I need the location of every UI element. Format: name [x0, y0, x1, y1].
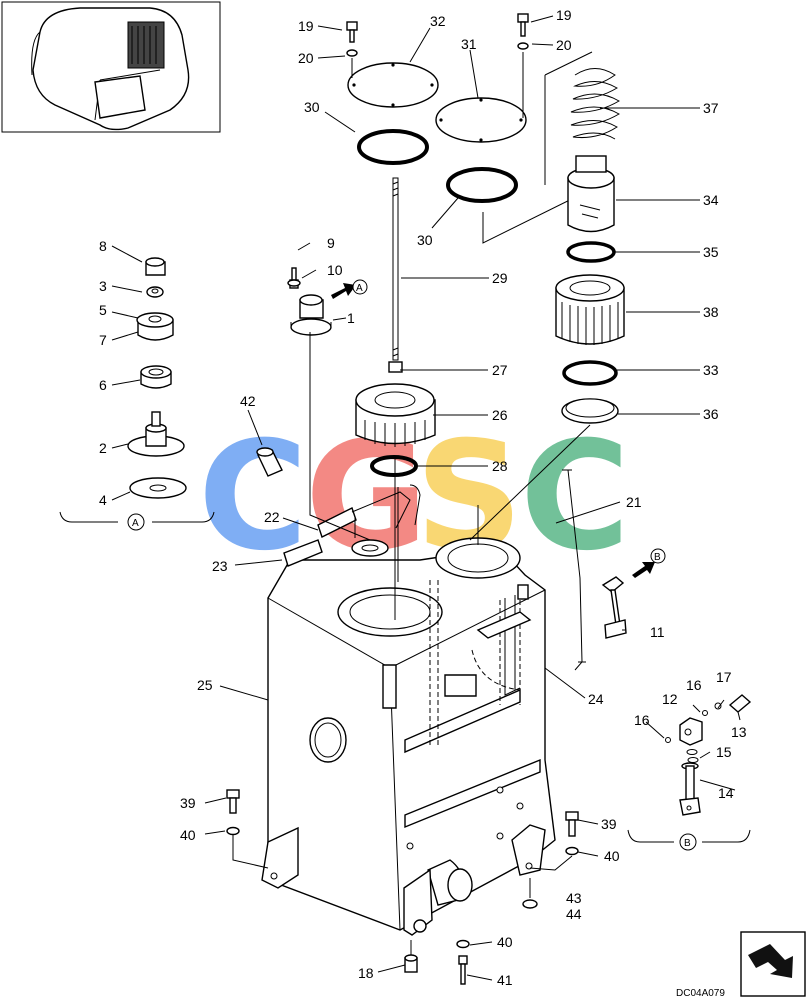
o-ring-33 — [562, 360, 618, 386]
next-page-arrow-icon[interactable] — [740, 931, 806, 997]
pipe-23 — [283, 539, 323, 567]
callout-p9: 9 — [327, 235, 335, 251]
detail-ref-a-bottom: A — [132, 518, 139, 529]
detail-ref-a-arrow: A — [356, 283, 363, 294]
o-ring-35 — [566, 241, 616, 263]
callout-p3: 3 — [99, 278, 107, 294]
o-ring-28 — [370, 455, 418, 477]
callout-p35: 35 — [703, 244, 719, 260]
callout-p44: 44 — [566, 906, 582, 922]
callout-p5: 5 — [99, 302, 107, 318]
callout-p1: 1 — [347, 310, 355, 326]
callout-p16a: 16 — [686, 677, 702, 693]
callout-p28: 28 — [492, 458, 508, 474]
callout-p18: 18 — [358, 965, 374, 981]
bolt-39-right — [529, 811, 579, 871]
callout-p13: 13 — [731, 724, 747, 740]
callout-p43: 43 — [566, 890, 582, 906]
callout-p20b: 20 — [556, 37, 572, 53]
callout-p41: 41 — [497, 972, 513, 988]
breather-cap-1 — [287, 267, 332, 336]
callout-p22: 22 — [264, 509, 280, 525]
cover-plate-32 — [347, 62, 439, 108]
plug-42 — [256, 447, 283, 477]
callout-p40b: 40 — [604, 848, 620, 864]
callout-p37: 37 — [703, 100, 719, 116]
callout-p20a: 20 — [298, 50, 314, 66]
rod-29 — [392, 177, 399, 361]
ring-36 — [561, 398, 619, 424]
cover-plate-31 — [435, 97, 527, 143]
nut-27 — [388, 361, 403, 373]
arrow-B — [632, 548, 666, 578]
bolt-19-left — [346, 21, 358, 57]
hose-21 — [562, 469, 586, 671]
callout-p16b: 16 — [634, 712, 650, 728]
callout-p38: 38 — [703, 304, 719, 320]
hydraulic-tank-25 — [261, 537, 556, 936]
callout-p27: 27 — [492, 362, 508, 378]
arrow-A — [331, 279, 368, 299]
callout-p4: 4 — [99, 492, 107, 508]
document-code: DC04A079 — [676, 988, 725, 999]
callout-p33: 33 — [703, 362, 719, 378]
callout-p29: 29 — [492, 270, 508, 286]
callout-p30a: 30 — [304, 99, 320, 115]
callout-p40a: 40 — [180, 827, 196, 843]
callout-p15: 15 — [716, 744, 732, 760]
callout-p39a: 39 — [180, 795, 196, 811]
o-ring-30-lower — [446, 167, 518, 203]
callout-p39b: 39 — [601, 816, 617, 832]
detail-ref-b-bottom: B — [684, 838, 691, 849]
watermark: C G S C — [198, 410, 630, 584]
callout-p24: 24 — [588, 691, 604, 707]
callout-p21: 21 — [626, 494, 642, 510]
watermark-letter: C — [520, 410, 630, 584]
washer-43-44 — [522, 878, 538, 909]
callout-p40c: 40 — [497, 934, 513, 950]
callout-p31: 31 — [461, 36, 477, 52]
callout-p23: 23 — [212, 558, 228, 574]
level-gauge-11 — [601, 576, 627, 639]
machine-locator-inset — [1, 1, 221, 133]
callout-p12: 12 — [662, 691, 678, 707]
spring-37 — [570, 68, 620, 140]
callout-p36: 36 — [703, 406, 719, 422]
callout-p17: 17 — [716, 669, 732, 685]
callout-p34: 34 — [703, 192, 719, 208]
bolt-39-left — [226, 789, 269, 869]
callout-p14: 14 — [718, 785, 734, 801]
detail-B — [627, 694, 752, 851]
callout-p32: 32 — [430, 13, 446, 29]
detail-ref-b-arrow: B — [654, 552, 661, 563]
callout-p25: 25 — [197, 677, 213, 693]
mount-stack-A — [59, 257, 215, 531]
drain-18-41 — [404, 939, 470, 985]
callout-p30b: 30 — [417, 232, 433, 248]
callout-labels: 19 20 32 31 19 20 37 30 30 34 35 8 9 10 … — [99, 7, 747, 988]
callout-p42: 42 — [240, 393, 256, 409]
callout-p11: 11 — [650, 624, 665, 640]
callout-p7: 7 — [99, 332, 107, 348]
strainer-26 — [355, 383, 436, 447]
filter-housing-34 — [567, 155, 615, 233]
callout-p6: 6 — [99, 377, 107, 393]
o-ring-30-upper — [357, 129, 429, 165]
pipe-22 — [317, 484, 421, 538]
callout-p26: 26 — [492, 407, 508, 423]
callout-p2: 2 — [99, 440, 107, 456]
filter-element-38 — [555, 274, 625, 345]
callout-p8: 8 — [99, 238, 107, 254]
bolt-19-right — [517, 13, 529, 50]
callout-p10: 10 — [327, 262, 343, 278]
callout-p19b: 19 — [556, 7, 572, 23]
callout-p19a: 19 — [298, 18, 314, 34]
